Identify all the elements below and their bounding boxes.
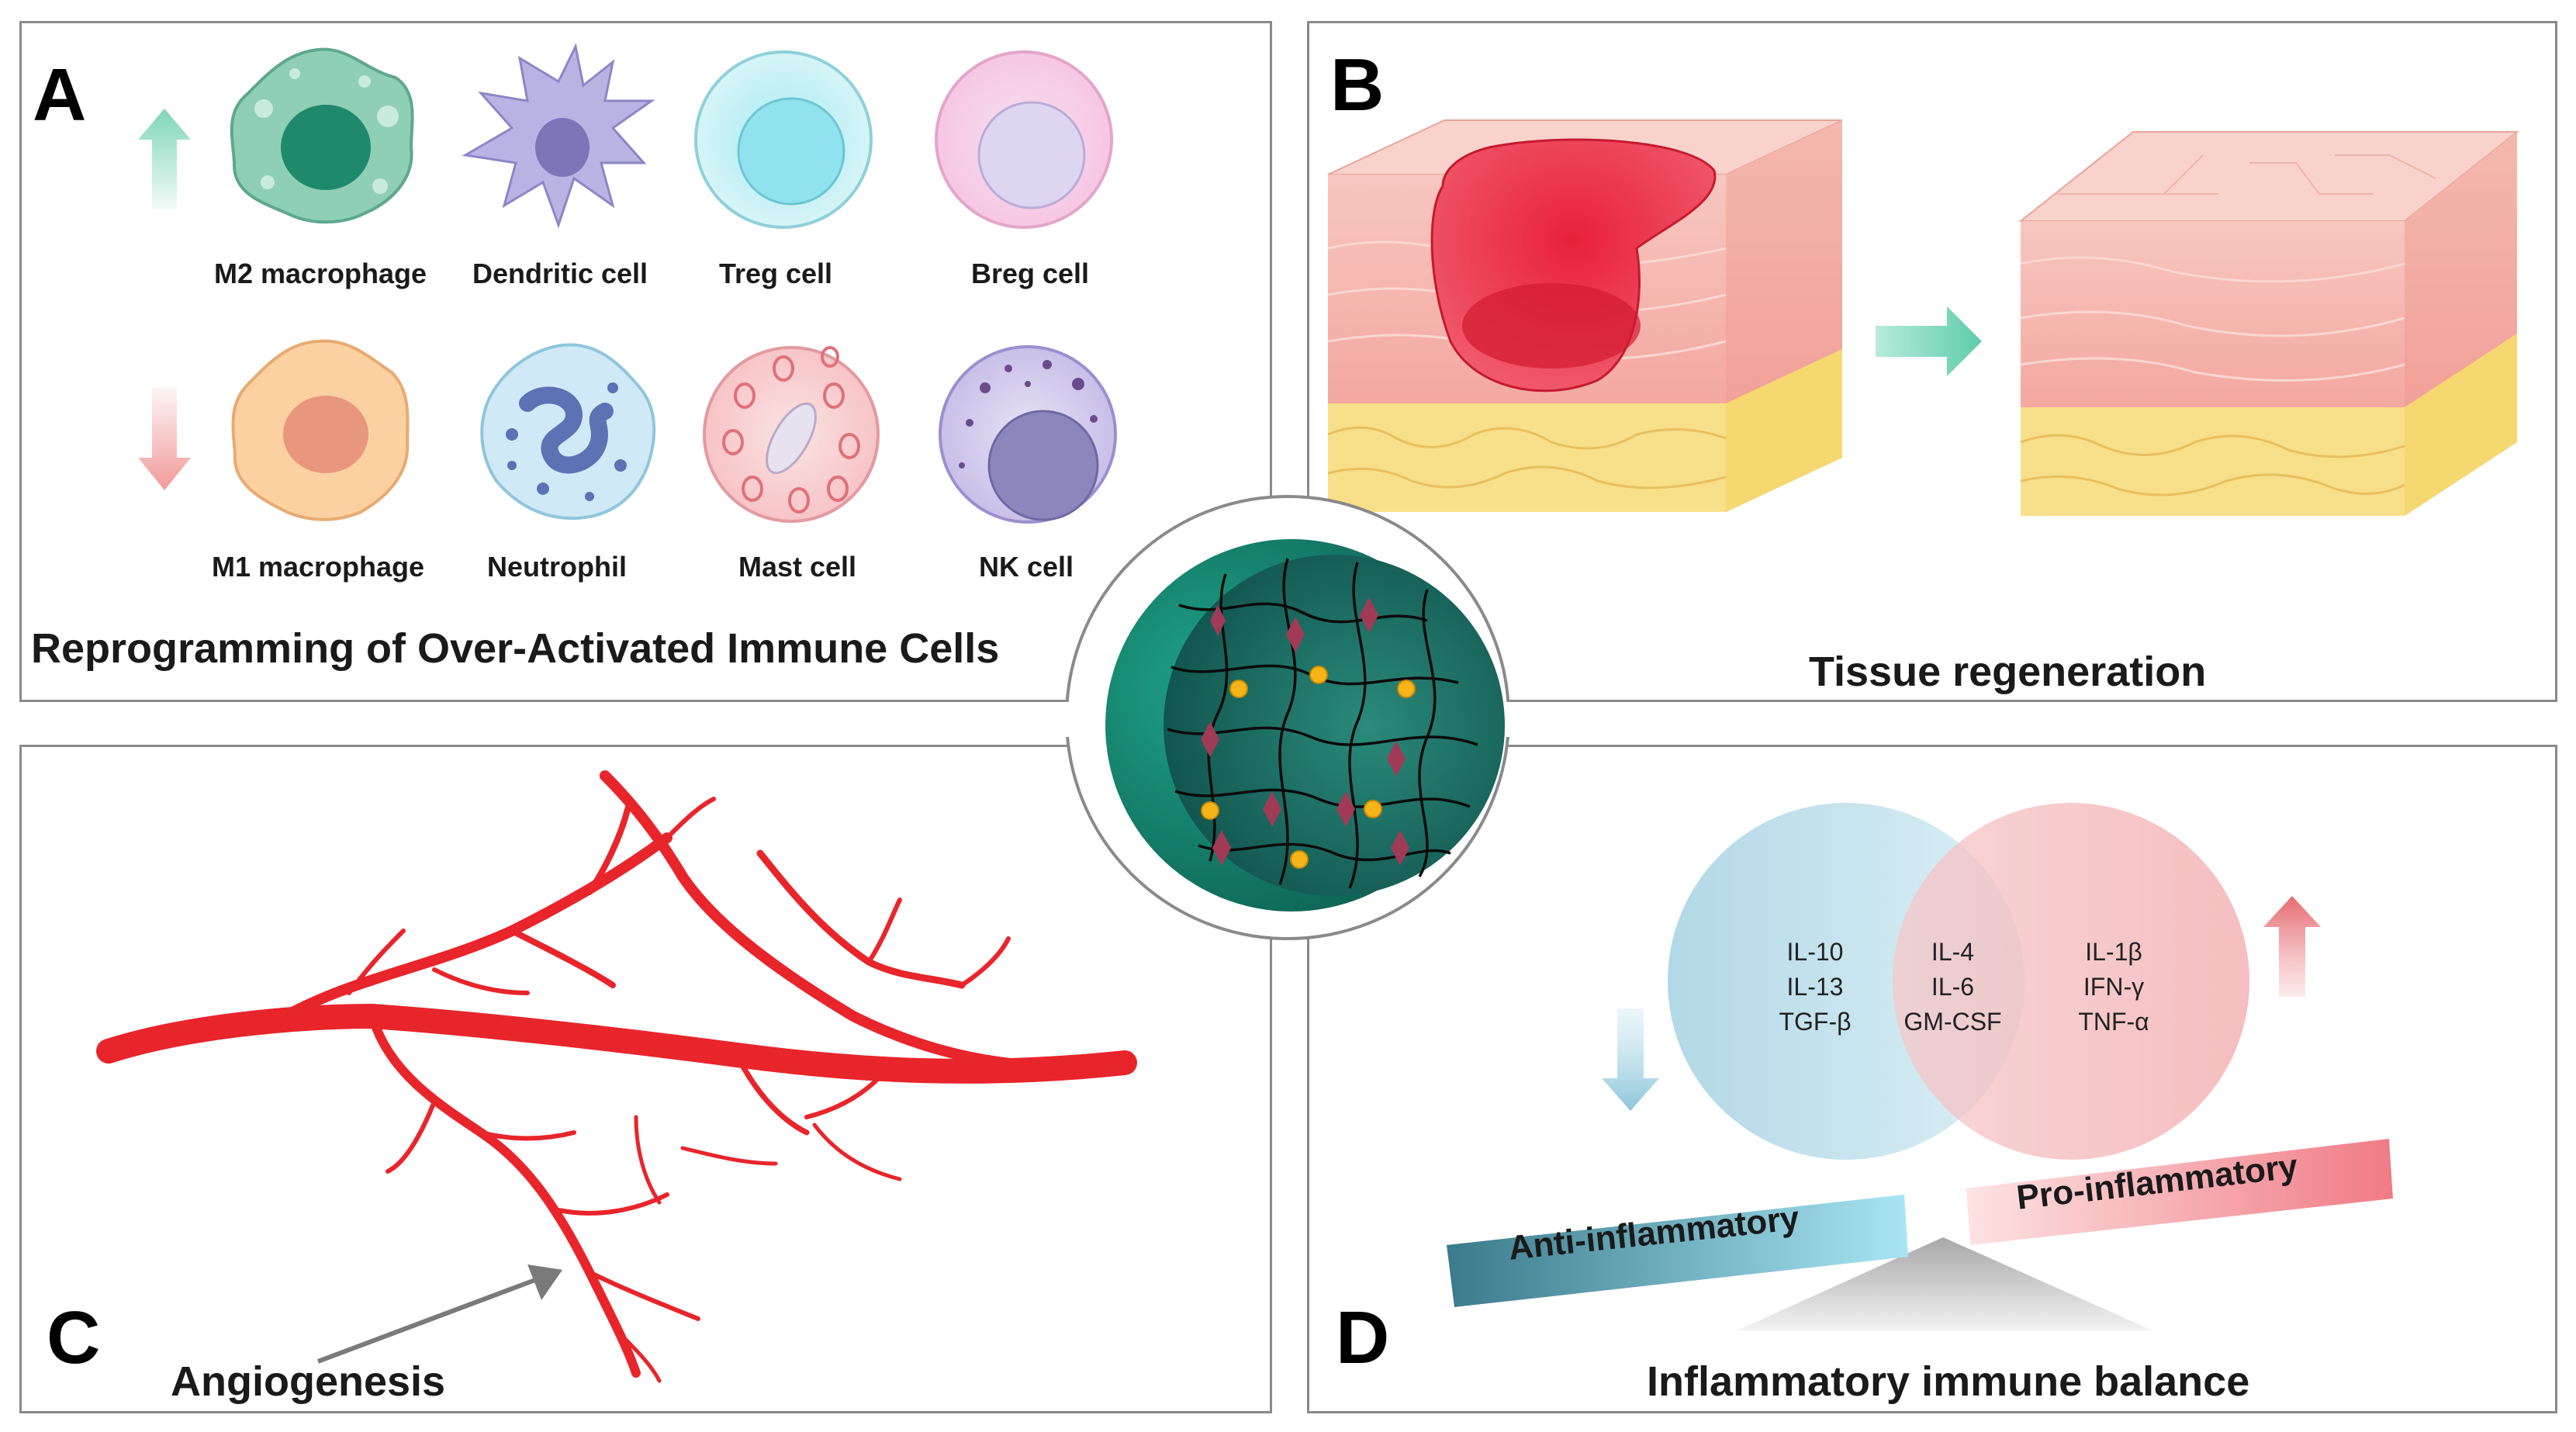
down-arrow-icon bbox=[1602, 1008, 1659, 1111]
cell-label-dendritic: Dendritic cell bbox=[472, 258, 648, 289]
cell-label-m1: M1 macrophage bbox=[211, 551, 425, 583]
panel-d-letter: D bbox=[1336, 1296, 1390, 1379]
m1-macrophage-icon bbox=[231, 339, 410, 521]
cell-label-treg: Treg cell bbox=[718, 258, 833, 289]
cell-label-neutrophil: Neutrophil bbox=[487, 551, 627, 583]
mast-cell-icon bbox=[703, 346, 880, 523]
balance-fulcrum bbox=[1738, 1237, 2152, 1330]
hydrogel-sphere-icon bbox=[1008, 495, 1551, 940]
overlap-set-item: IL-6 bbox=[1931, 973, 1975, 1001]
up-arrow-icon bbox=[2263, 896, 2321, 997]
cell-label-breg: Breg cell bbox=[970, 258, 1090, 289]
blood-vessel-icon bbox=[96, 770, 1137, 1383]
right-set-item: TNF-α bbox=[2078, 1008, 2149, 1036]
panel-d-caption: Inflammatory immune balance bbox=[1647, 1358, 2250, 1405]
nk-cell-icon bbox=[939, 345, 1117, 524]
angiogenesis-pointer-arrow-icon bbox=[316, 1264, 562, 1364]
overlap-set-list: IL-4 IL-6 GM-CSF bbox=[1885, 935, 2021, 1039]
right-set-item: IL-1β bbox=[2085, 938, 2142, 966]
panel-b-caption: Tissue regeneration bbox=[1809, 649, 2207, 695]
panel-c-caption: Angiogenesis bbox=[171, 1358, 446, 1405]
breg-cell-icon bbox=[935, 50, 1113, 229]
cell-label-m2: M2 macrophage bbox=[213, 258, 427, 289]
healed-skin-block bbox=[2018, 131, 2519, 516]
wounded-skin-block bbox=[1327, 119, 1843, 512]
anti-inflammatory-bar bbox=[1447, 1195, 1908, 1307]
panel-b-letter: B bbox=[1330, 43, 1385, 126]
right-set-item: IFN-γ bbox=[2083, 973, 2145, 1001]
pro-inflammatory-bar bbox=[1966, 1139, 2393, 1245]
up-arrow-icon bbox=[138, 109, 191, 209]
panel-c-letter: C bbox=[47, 1296, 101, 1379]
panel-a-caption: Reprogramming of Over-Activated Immune C… bbox=[31, 625, 1000, 672]
panel-a-letter: A bbox=[33, 54, 87, 137]
treg-cell-icon bbox=[694, 50, 873, 229]
left-set-list: IL-10 IL-13 TGF-β bbox=[1749, 935, 1881, 1039]
m2-macrophage-icon bbox=[230, 47, 414, 224]
down-arrow-icon bbox=[138, 388, 191, 490]
overlap-set-item: IL-4 bbox=[1931, 938, 1975, 966]
dendritic-cell-icon bbox=[462, 43, 655, 229]
left-set-item: IL-13 bbox=[1786, 973, 1844, 1001]
cell-label-nk: NK cell bbox=[978, 551, 1074, 583]
right-set-list: IL-1β IFN-γ TNF-α bbox=[2048, 935, 2180, 1039]
overlap-set-item: GM-CSF bbox=[1903, 1008, 2002, 1036]
pro-inflammatory-circle bbox=[1893, 803, 2249, 1160]
left-set-item: IL-10 bbox=[1786, 938, 1844, 966]
cell-label-mast: Mast cell bbox=[738, 551, 857, 583]
neutrophil-icon bbox=[480, 343, 656, 521]
healing-arrow-icon bbox=[1876, 306, 1982, 376]
left-set-item: TGF-β bbox=[1779, 1008, 1852, 1036]
